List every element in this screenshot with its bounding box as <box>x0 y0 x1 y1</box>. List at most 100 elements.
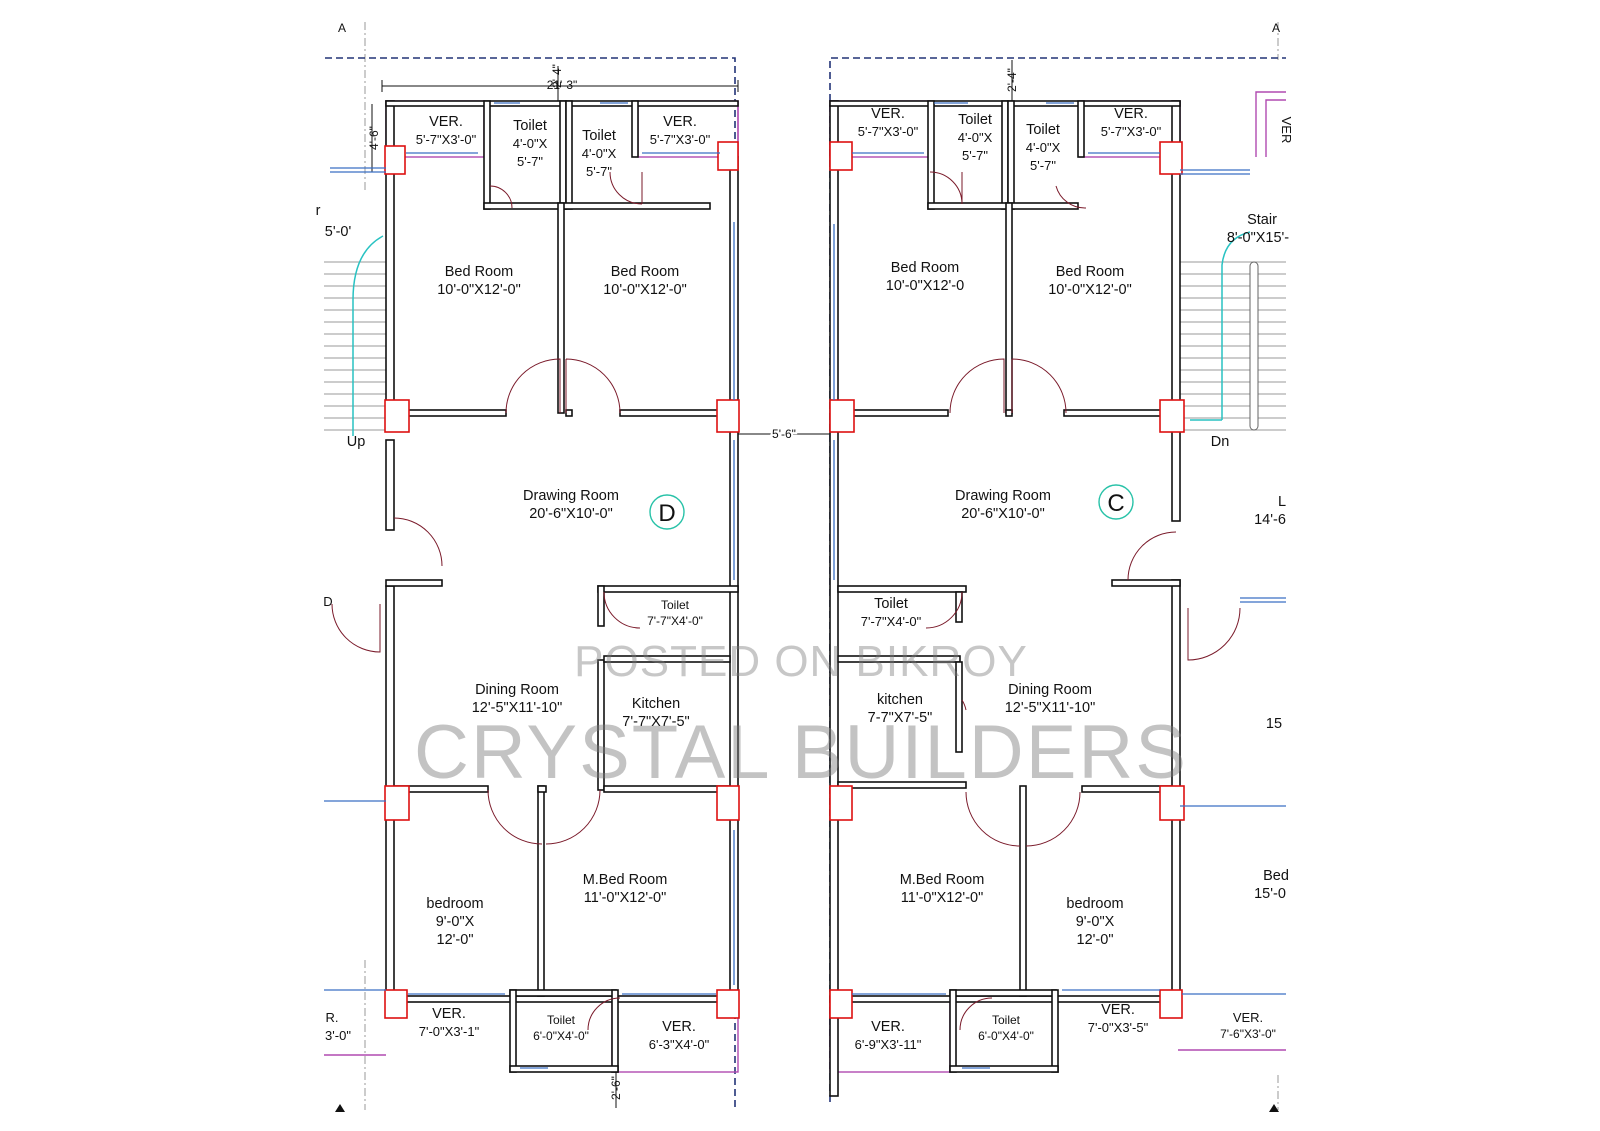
c-toilet-3-size: 7'-7"X4'-0" <box>861 614 922 629</box>
grid-axis-lines <box>364 22 1279 1110</box>
c-unit-tag-circle <box>1098 484 1134 520</box>
c-ver-top-left-name: VER. <box>871 106 905 122</box>
c-dining-room-size: 12'-5"X11'-10" <box>1005 700 1096 716</box>
c-toilet-1-name: Toilet <box>958 112 992 128</box>
c-ver-bottom-right-name: VER. <box>1101 1002 1135 1018</box>
d-bedroom-small-size1: 9'-0"X <box>436 914 475 930</box>
c-toilet-3-name: Toilet <box>874 596 908 612</box>
c-ver-bottom-left-size: 6'-9"X3'-11" <box>855 1037 922 1052</box>
c-bedroom-1-name: Bed Room <box>891 260 960 276</box>
right-stair-size: 8'-0"X15'- <box>1227 230 1289 246</box>
d-toilet-3-name: Toilet <box>661 598 690 612</box>
dim-top-gap-d: 2'-4" <box>550 64 564 88</box>
c-toilet-bottom-name: Toilet <box>992 1013 1021 1027</box>
unit-d-plan <box>324 100 740 1073</box>
d-ver-top-left-size: 5'-7"X3'-0" <box>416 132 477 147</box>
c-bedroom-small-size2: 12'-0" <box>1077 932 1114 948</box>
dimension-lines <box>371 60 1013 1108</box>
d-toilet-2-size1: 4'-0"X <box>582 146 617 161</box>
left-stair-up-label: Up <box>347 434 366 450</box>
d-unit-tag: D <box>658 500 675 527</box>
left-d-fragment: D <box>323 594 332 609</box>
c-bedroom-2-size: 10'-0"X12'-0" <box>1048 282 1132 298</box>
right-ver-top-fragment: VER <box>1279 117 1294 144</box>
c-bedroom-1-size: 10'-0"X12'-0 <box>886 278 964 294</box>
c-master-bed-name: M.Bed Room <box>900 872 985 888</box>
c-ver-top-left-size: 5'-7"X3'-0" <box>858 124 919 139</box>
d-toilet-bottom-size: 6'-0"X4'-0" <box>533 1029 589 1043</box>
c-kitchen-size: 7-7"X7'-5" <box>868 710 933 726</box>
d-ver-top-left-name: VER. <box>429 114 463 130</box>
c-ver-top-right-name: VER. <box>1114 106 1148 122</box>
d-toilet-2-name: Toilet <box>582 128 616 144</box>
axis-label-a-right: A <box>1272 21 1280 35</box>
d-ver-bottom-left-size: 7'-0"X3'-1" <box>419 1024 480 1039</box>
c-master-bed-size: 11'-0"X12'-0" <box>901 890 983 906</box>
d-ver-bottom-right-name: VER. <box>662 1019 696 1035</box>
d-toilet-1-size1: 4'-0"X <box>513 136 548 151</box>
c-kitchen-name: kitchen <box>877 692 923 708</box>
c-bedroom-small-size1: 9'-0"X <box>1076 914 1115 930</box>
d-ver-bottom-right-size: 6'-3"X4'-0" <box>649 1037 710 1052</box>
right-stair-dn-label: Dn <box>1211 434 1230 450</box>
right-stair <box>1180 231 1286 431</box>
d-bedroom-2-name: Bed Room <box>611 264 680 280</box>
right-bed-size-fragment: 15'-0 <box>1254 886 1286 902</box>
right-l-size-fragment: 14'-6 <box>1254 512 1286 528</box>
axis-label-a: A <box>338 21 346 35</box>
c-dining-room-name: Dining Room <box>1008 682 1092 698</box>
c-toilet-1-size2: 5'-7" <box>962 148 988 163</box>
c-unit-tag: C <box>1107 490 1124 517</box>
d-ver-top-right-name: VER. <box>663 114 697 130</box>
d-drawing-room-size: 20'-6"X10'-0" <box>529 506 613 522</box>
d-bedroom-1-size: 10'-0"X12'-0" <box>437 282 521 298</box>
right-stair-name: Stair <box>1247 212 1277 228</box>
c-ver-top-right-size: 5'-7"X3'-0" <box>1101 124 1162 139</box>
c-bedroom-2-name: Bed Room <box>1056 264 1125 280</box>
d-bedroom-small-name: bedroom <box>426 896 483 912</box>
d-bedroom-1-name: Bed Room <box>445 264 514 280</box>
c-bedroom-small-name: bedroom <box>1066 896 1123 912</box>
c-toilet-2-name: Toilet <box>1026 122 1060 138</box>
d-bedroom-small-size2: 12'-0" <box>437 932 474 948</box>
right-ver-fragment-name: VER. <box>1233 1010 1263 1025</box>
watermark-line-2: CRYSTAL BUILDERS <box>414 710 1188 795</box>
d-dining-room-name: Dining Room <box>475 682 559 698</box>
left-stair-fragment: r <box>316 203 321 219</box>
right-ver-fragment-size: 7'-6"X3'-0" <box>1220 1027 1276 1041</box>
d-toilet-3-size: 7'-7"X4'-0" <box>647 614 703 628</box>
d-master-bed-size: 11'-0"X12'-0" <box>584 890 666 906</box>
d-unit-tag-circle <box>649 494 685 530</box>
d-bedroom-2-size: 10'-0"X12'-0" <box>603 282 687 298</box>
dim-left-offset: 4'-6" <box>367 126 381 150</box>
left-ver-fragment-size: 3'-0" <box>325 1028 351 1043</box>
dim-overall-width: 21'-3" <box>547 78 578 92</box>
left-ver-fragment-name: R. <box>326 1010 339 1025</box>
d-ver-top-right-size: 5'-7"X3'-0" <box>650 132 711 147</box>
d-kitchen-size: 7'-7"X7'-5" <box>622 714 689 730</box>
left-stair-size: 5'-0' <box>325 224 352 240</box>
c-toilet-1-size1: 4'-0"X <box>958 130 993 145</box>
c-toilet-bottom-size: 6'-0"X4'-0" <box>978 1029 1034 1043</box>
c-toilet-2-size2: 5'-7" <box>1030 158 1056 173</box>
axis-marker-triangles <box>335 1104 1279 1112</box>
left-stair <box>324 235 386 436</box>
dim-between-units: 5'-6" <box>772 427 796 441</box>
right-bed-fragment: Bed <box>1263 868 1289 884</box>
c-drawing-room-name: Drawing Room <box>955 488 1051 504</box>
right-l-fragment: L <box>1278 494 1286 510</box>
dim-top-gap-c: 2'-4" <box>1005 68 1019 92</box>
c-drawing-room-size: 20'-6"X10'-0" <box>961 506 1045 522</box>
c-toilet-2-size1: 4'-0"X <box>1026 140 1061 155</box>
d-toilet-1-size2: 5'-7" <box>517 154 543 169</box>
watermark-line-1: POSTED ON BIKROY <box>574 637 1028 686</box>
d-toilet-2-size2: 5'-7" <box>586 164 612 179</box>
c-ver-bottom-right-size: 7'-0"X3'-5" <box>1088 1020 1149 1035</box>
d-ver-bottom-left-name: VER. <box>432 1006 466 1022</box>
d-kitchen-name: Kitchen <box>632 696 680 712</box>
dim-bottom-gap: 2'-6" <box>609 1076 623 1100</box>
unit-c-plan <box>829 91 1286 1097</box>
d-toilet-bottom-name: Toilet <box>547 1013 576 1027</box>
d-drawing-room-name: Drawing Room <box>523 488 619 504</box>
